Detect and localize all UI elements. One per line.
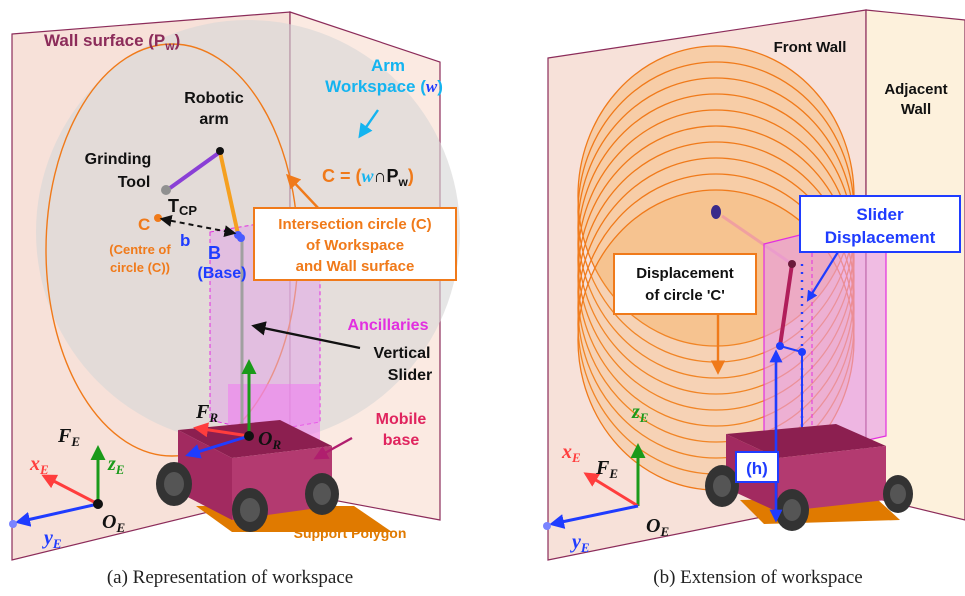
base-label: (Base) [198, 265, 247, 282]
intersection-label-2: of Workspace [306, 237, 404, 254]
intersection-arrow [286, 173, 321, 211]
slider-displacement-label: Slider [856, 205, 904, 224]
mobile-base-label: Mobile [376, 411, 427, 428]
support-polygon-label: Support Polygon [294, 525, 407, 541]
intersection-box [253, 207, 457, 281]
height-label: (h) [746, 459, 768, 478]
arm-joint [216, 147, 224, 155]
slider-displacement-label-2: Displacement [825, 228, 936, 247]
caption-a: (a) Representation of workspace [107, 567, 353, 588]
b-distance [159, 214, 237, 238]
robotic-arm-label: Robotic [184, 90, 244, 107]
fr-y-axis [185, 434, 250, 459]
fr-x-axis [193, 422, 250, 438]
c-equation-label: C = (w∩Pw) [322, 166, 414, 189]
oe-origin [93, 499, 103, 509]
arm-workspace-label: Arm [371, 56, 405, 75]
ancillaries-label: Ancillaries [348, 317, 429, 334]
panel-a: Wall surface (Pw) Arm Workspace (w) Robo… [9, 11, 460, 588]
ye-label: yE [42, 527, 62, 551]
centre-c-label: C [138, 215, 150, 234]
e-y-axis-b [549, 504, 639, 529]
centre-of-circle-label-2: circle (C)) [110, 260, 170, 275]
displacement-circle-label-2: of circle 'C' [645, 287, 725, 304]
arm-joint-b [788, 260, 796, 268]
base-end [237, 234, 245, 242]
b-label: b [180, 231, 190, 250]
vertical-slider-arrow [251, 321, 361, 350]
vertical-slider-label-2: Slider [388, 367, 432, 384]
height-box [735, 451, 779, 483]
mobile-base-arrow [313, 436, 353, 460]
grinding-tool-b [711, 205, 721, 219]
ze-label: zE [107, 453, 125, 477]
fe-label: FE [57, 425, 80, 449]
ye-end [9, 520, 17, 528]
centre-of-circle-label: (Centre of [109, 242, 171, 257]
displacement-circle-box [613, 253, 757, 315]
mobile-base-top [178, 420, 332, 458]
base-point-b [776, 342, 784, 350]
mobile-base-top-b [726, 424, 886, 458]
tcp-label: TCP [168, 196, 197, 218]
wheel-icon [705, 465, 913, 531]
arm-lower-link [168, 150, 222, 190]
ye-label-b: yE [570, 531, 590, 555]
grinding-tool [161, 185, 171, 195]
slider-displacement-box [799, 195, 961, 253]
grinding-tool-label: Grinding [85, 151, 152, 168]
arm-link-b [778, 263, 794, 347]
base-B-label: B [208, 243, 221, 263]
front-wall-label: Front Wall [774, 39, 847, 56]
e-y-axis [15, 502, 99, 527]
mobile-base-side-b [778, 446, 886, 512]
mobile-base-label-2: base [383, 432, 420, 449]
ye-end-b [543, 522, 551, 530]
intersection-label-3: and Wall surface [296, 258, 415, 275]
wall-surface-label: Wall surface (Pw) [44, 31, 180, 53]
fe-label-b: FE [595, 457, 618, 481]
ze-label-b: zE [631, 401, 649, 425]
arm-workspace-arrow [358, 109, 379, 139]
robotic-arm-label-2: arm [199, 111, 228, 128]
or-label: OR [258, 428, 281, 452]
fr-label: FR [195, 401, 218, 425]
xe-label: xE [29, 453, 49, 477]
vertical-slider-label: Vertical [374, 345, 431, 362]
centre-C [154, 214, 162, 222]
oe-label: OE [102, 511, 125, 535]
caption-b: (b) Extension of workspace [653, 567, 862, 588]
adjacent-wall-label: Adjacent [884, 81, 947, 98]
slider-displacement-arrow [806, 251, 839, 302]
panel-b: Front Wall Adjacent Wall Slider Displace… [543, 9, 965, 588]
adjacent-wall-label-2: Wall [901, 101, 931, 118]
grinding-tool-label-2: Tool [118, 174, 151, 191]
e-x-axis-b [583, 472, 639, 508]
or-origin [244, 431, 254, 441]
wheel-icon [156, 462, 339, 532]
base-point-b2 [798, 348, 806, 356]
e-x-axis [41, 474, 99, 506]
arm-workspace-label-2: Workspace (w) [325, 77, 443, 96]
displacement-circle-label: Displacement [636, 265, 734, 282]
intersection-label: Intersection circle (C) [278, 216, 431, 233]
xe-label-b: xE [561, 441, 581, 465]
oe-label-b: OE [646, 515, 669, 539]
